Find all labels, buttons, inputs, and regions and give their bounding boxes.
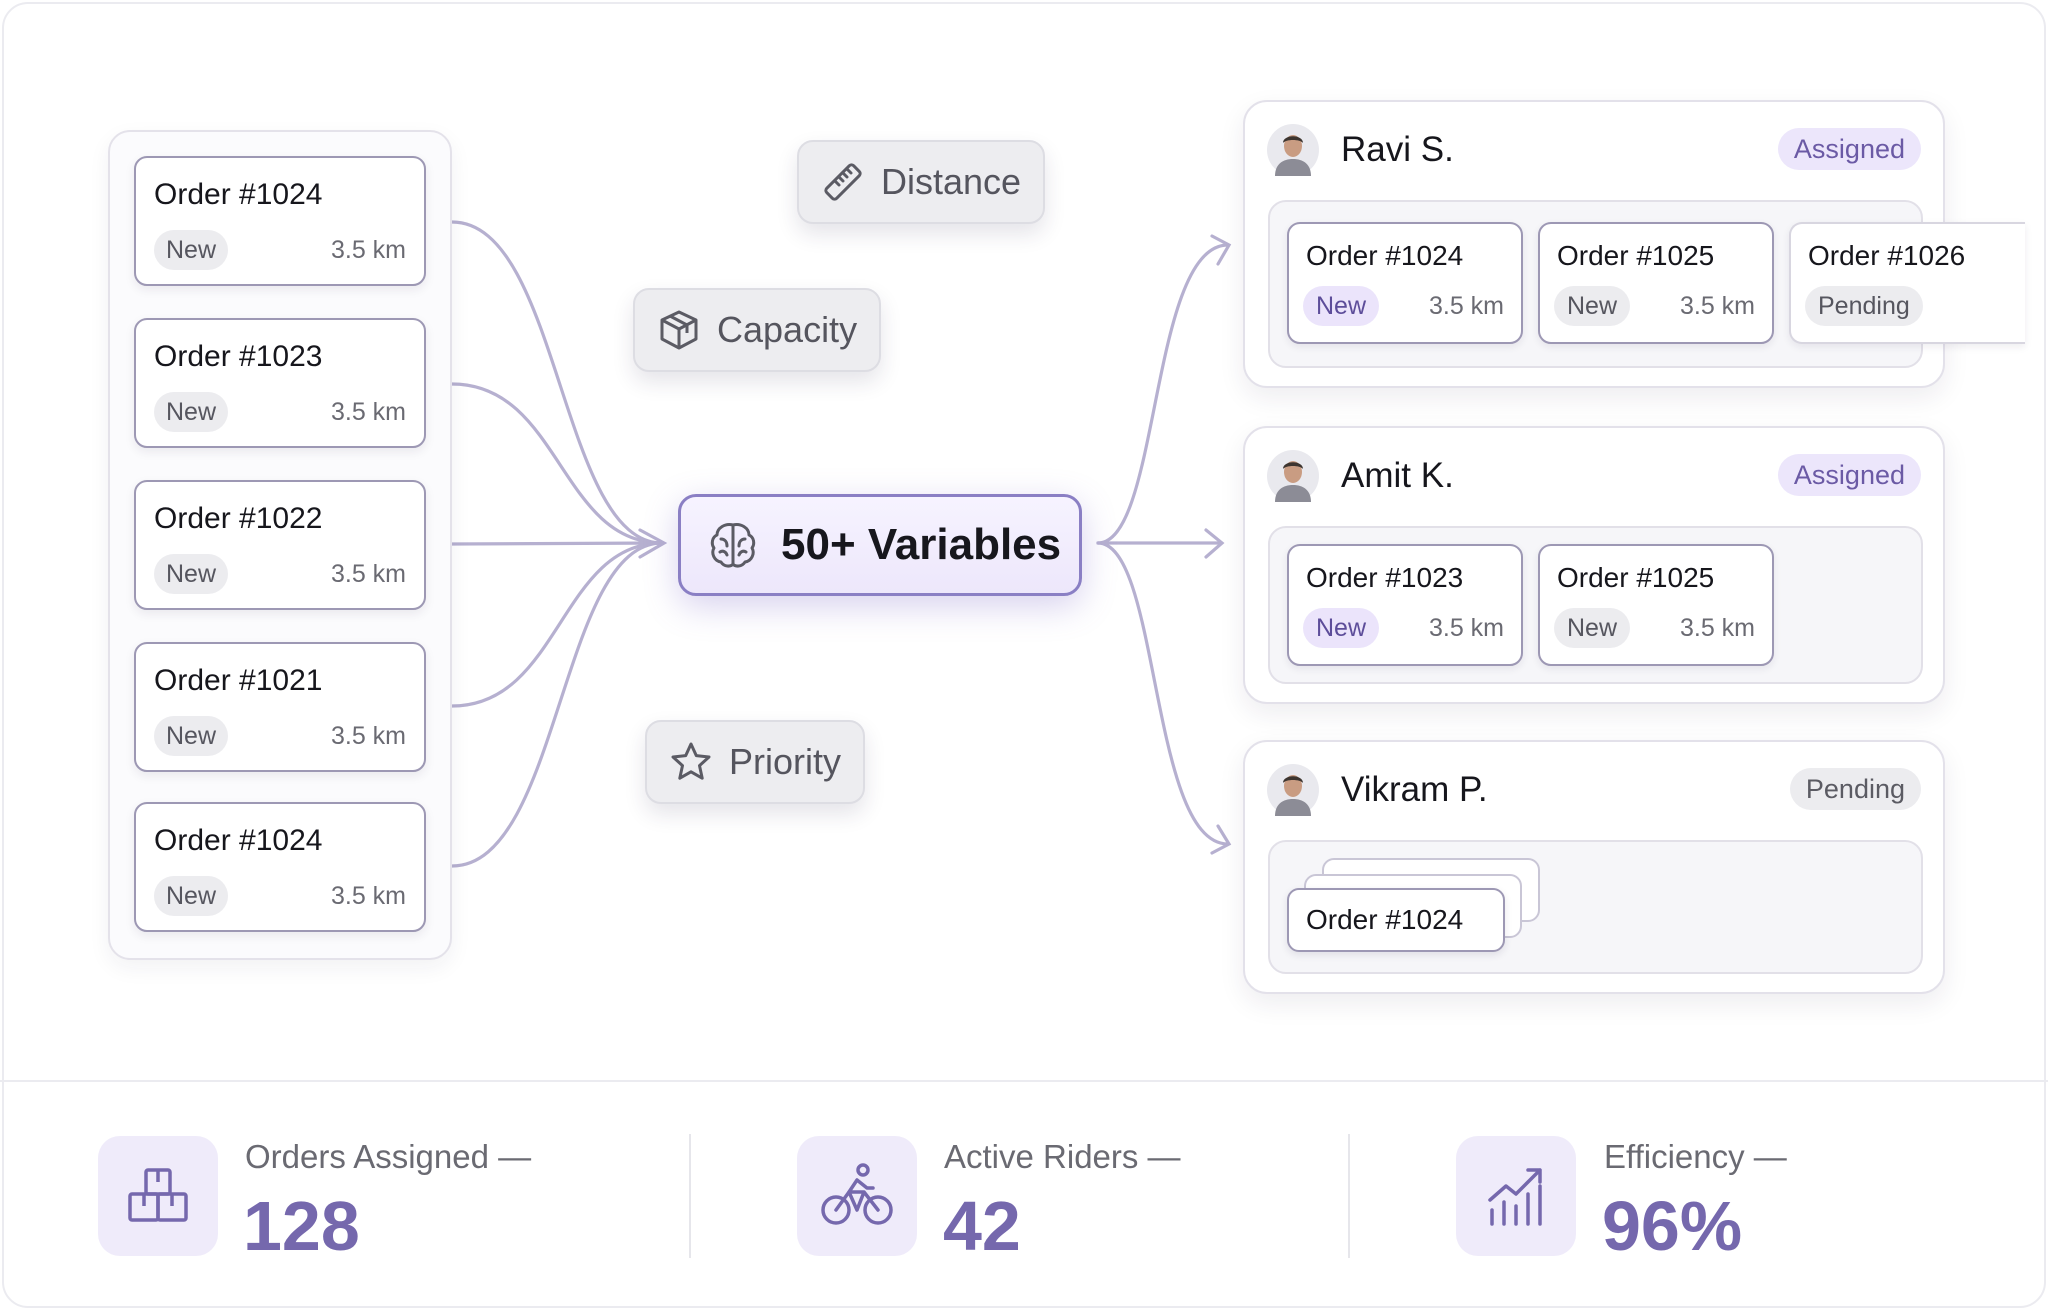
connector-arrow-left: [638, 528, 668, 559]
stats-divider: [0, 1080, 2048, 1082]
order-distance: 3.5 km: [1428, 292, 1504, 320]
rider-panel[interactable]: Vikram P. Pending Order #1024: [1243, 740, 1945, 994]
rider-name: Vikram P.: [1341, 770, 1488, 809]
status-badge: New: [154, 716, 229, 756]
variable-chip-distance: Distance: [797, 140, 1046, 224]
avatar: [1267, 450, 1319, 502]
stat-label: Active Riders —: [944, 1138, 1181, 1175]
connector-order-4: [450, 541, 664, 708]
order-queue: Order #1024 New 3.5 km Order #1023 New 3…: [108, 130, 452, 960]
assigned-orders-tray: Order #1024: [1268, 840, 1923, 974]
assigned-orders-tray: Order #1024 New 3.5 km Order #1025 New 3…: [1268, 200, 2025, 368]
stat-separator: [1348, 1134, 1350, 1258]
connector-order-1: [450, 220, 664, 545]
variable-label: Capacity: [717, 309, 858, 350]
status-badge: New: [1554, 608, 1631, 648]
status-badge: New: [154, 230, 229, 270]
rider-panel[interactable]: Amit K. Assigned Order #1023 New 3.5 km …: [1243, 426, 1945, 704]
variable-chip-priority: Priority: [645, 720, 866, 804]
rider-name: Ravi S.: [1341, 130, 1454, 169]
order-card[interactable]: Order #1024 New 3.5 km: [1287, 222, 1523, 344]
order-card[interactable]: Order #1026 Pending: [1789, 222, 2025, 344]
star-icon: [671, 742, 711, 780]
status-badge: Pending: [1789, 768, 1921, 810]
order-distance: 3.5 km: [330, 722, 406, 750]
order-title: Order #1023: [154, 340, 323, 373]
stat-icon-tile: [797, 1136, 917, 1256]
order-title: Order #1025: [1557, 240, 1715, 271]
status-badge: Assigned: [1777, 454, 1921, 496]
order-card[interactable]: Order #1025 New 3.5 km: [1538, 222, 1774, 344]
assigned-orders-tray: Order #1023 New 3.5 km Order #1025 New 3…: [1268, 526, 1923, 684]
order-title: Order #1024: [154, 824, 323, 857]
rider-name: Amit K.: [1341, 456, 1454, 495]
order-card[interactable]: Order #1024: [1287, 888, 1505, 952]
connector-order-3: [450, 541, 664, 546]
order-card[interactable]: Order #1022 New 3.5 km: [134, 480, 426, 610]
order-distance: 3.5 km: [330, 398, 406, 426]
status-badge: New: [1303, 608, 1380, 648]
avatar: [1267, 124, 1319, 176]
order-title: Order #1023: [1306, 562, 1464, 593]
stat-value: 96%: [1602, 1187, 1743, 1265]
order-card[interactable]: Order #1025 New 3.5 km: [1538, 544, 1774, 666]
order-title: Order #1026: [1808, 240, 1966, 271]
order-title: Order #1022: [154, 502, 323, 535]
order-distance: 3.5 km: [1428, 614, 1504, 642]
order-card[interactable]: Order #1024 New 3.5 km: [134, 802, 426, 932]
connector-rider-3: [1096, 541, 1230, 846]
avatar: [1267, 764, 1319, 816]
order-distance: 3.5 km: [330, 882, 406, 910]
order-title: Order #1021: [154, 664, 323, 697]
order-distance: 3.5 km: [1679, 292, 1755, 320]
variable-label: Priority: [729, 741, 842, 782]
stat-icon-tile: [1456, 1136, 1576, 1256]
engine-label: 50+ Variables: [781, 520, 1062, 569]
stat-label: Orders Assigned —: [245, 1138, 532, 1175]
stat-icon-tile: [98, 1136, 218, 1256]
connector-order-5: [450, 541, 664, 868]
status-badge: New: [154, 876, 229, 916]
order-card[interactable]: Order #1021 New 3.5 km: [134, 642, 426, 772]
order-title: Order #1024: [1306, 904, 1464, 935]
stat-separator: [689, 1134, 691, 1258]
status-badge: New: [154, 554, 229, 594]
ruler-icon: [824, 163, 862, 201]
status-badge: Pending: [1805, 286, 1923, 326]
variables-engine-node: 50+ Variables: [678, 494, 1082, 596]
connector-order-2: [450, 382, 664, 545]
status-badge: Assigned: [1777, 128, 1921, 170]
arrow-head-rider-1: [1210, 234, 1232, 266]
order-distance: 3.5 km: [1679, 614, 1755, 642]
order-card[interactable]: Order #1023 New 3.5 km: [134, 318, 426, 448]
stat-value: 128: [243, 1187, 360, 1265]
order-title: Order #1024: [154, 178, 323, 211]
order-distance: 3.5 km: [330, 236, 406, 264]
brain-icon: [710, 523, 756, 568]
order-card[interactable]: Order #1023 New 3.5 km: [1287, 544, 1523, 666]
bicycle-icon: [821, 1163, 893, 1225]
order-title: Order #1024: [1306, 240, 1464, 271]
status-badge: New: [1303, 286, 1380, 326]
box-icon: [660, 310, 698, 350]
connector-rider-1: [1096, 243, 1230, 545]
variable-label: Distance: [881, 161, 1022, 202]
stat-value: 42: [943, 1187, 1021, 1265]
arrow-head-rider-3: [1210, 824, 1232, 855]
status-badge: New: [154, 392, 229, 432]
boxes-icon: [128, 1168, 188, 1222]
arrow-head-rider-2: [1204, 528, 1225, 559]
stat-label: Efficiency —: [1604, 1138, 1787, 1175]
rider-panel[interactable]: Ravi S. Assigned Order #1024 New 3.5 km …: [1243, 100, 2025, 388]
order-title: Order #1025: [1557, 562, 1715, 593]
status-badge: New: [1554, 286, 1631, 326]
growth-chart-icon: [1488, 1168, 1542, 1226]
variable-chip-capacity: Capacity: [633, 288, 882, 372]
order-distance: 3.5 km: [330, 560, 406, 588]
order-card[interactable]: Order #1024 New 3.5 km: [134, 156, 426, 286]
